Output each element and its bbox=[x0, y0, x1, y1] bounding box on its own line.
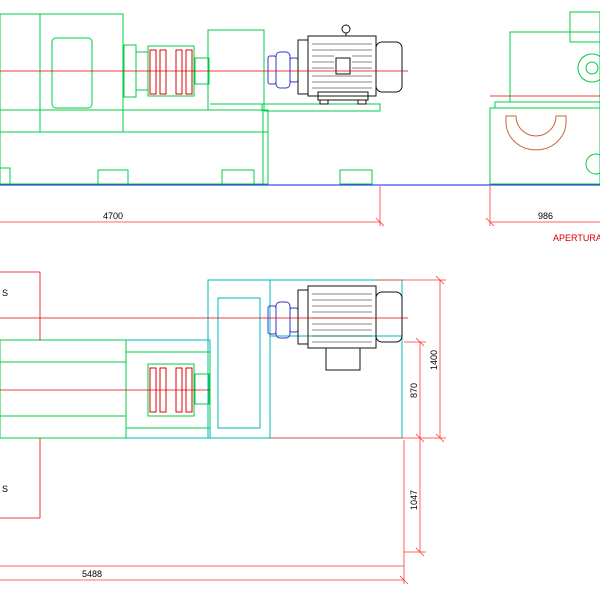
plan-frame bbox=[0, 339, 211, 439]
elevation-coupling-discs bbox=[149, 49, 193, 95]
plan-view: S S 1400 870 1047 bbox=[0, 271, 446, 585]
dimension-4700 bbox=[0, 186, 385, 227]
elevation-feet bbox=[0, 112, 373, 185]
side-view-frame bbox=[489, 11, 600, 185]
elevation-frame bbox=[0, 13, 381, 185]
left-cut-label-bottom: S bbox=[2, 484, 8, 494]
plan-motor-coupling bbox=[267, 301, 299, 339]
dimension-1047-label: 1047 bbox=[409, 490, 419, 510]
dimension-5488 bbox=[0, 565, 409, 585]
plan-motor bbox=[297, 285, 403, 371]
dimension-870-label: 870 bbox=[409, 383, 419, 398]
dimension-870 bbox=[404, 337, 426, 443]
opening-note: APERTURA bbox=[553, 233, 600, 243]
elevation-motor-coupling bbox=[267, 51, 299, 89]
side-view-saddle bbox=[505, 115, 567, 151]
dimension-1400-label: 1400 bbox=[429, 350, 439, 370]
dimension-1047 bbox=[270, 437, 446, 557]
dimension-4700-label: 4700 bbox=[103, 211, 123, 221]
side-view: 986 APERTURA bbox=[485, 11, 600, 243]
elevation-motor-fins bbox=[312, 43, 372, 89]
dimension-1400 bbox=[376, 275, 446, 443]
dimension-986-label: 986 bbox=[538, 211, 553, 221]
plan-base bbox=[125, 279, 403, 439]
elevation-motor bbox=[297, 24, 403, 105]
dimension-5488-label: 5488 bbox=[82, 569, 102, 579]
dimension-986 bbox=[485, 186, 600, 227]
plan-left-outline bbox=[0, 271, 41, 519]
elevation-view: 4700 bbox=[0, 13, 600, 227]
left-cut-label-top: S bbox=[2, 288, 8, 298]
